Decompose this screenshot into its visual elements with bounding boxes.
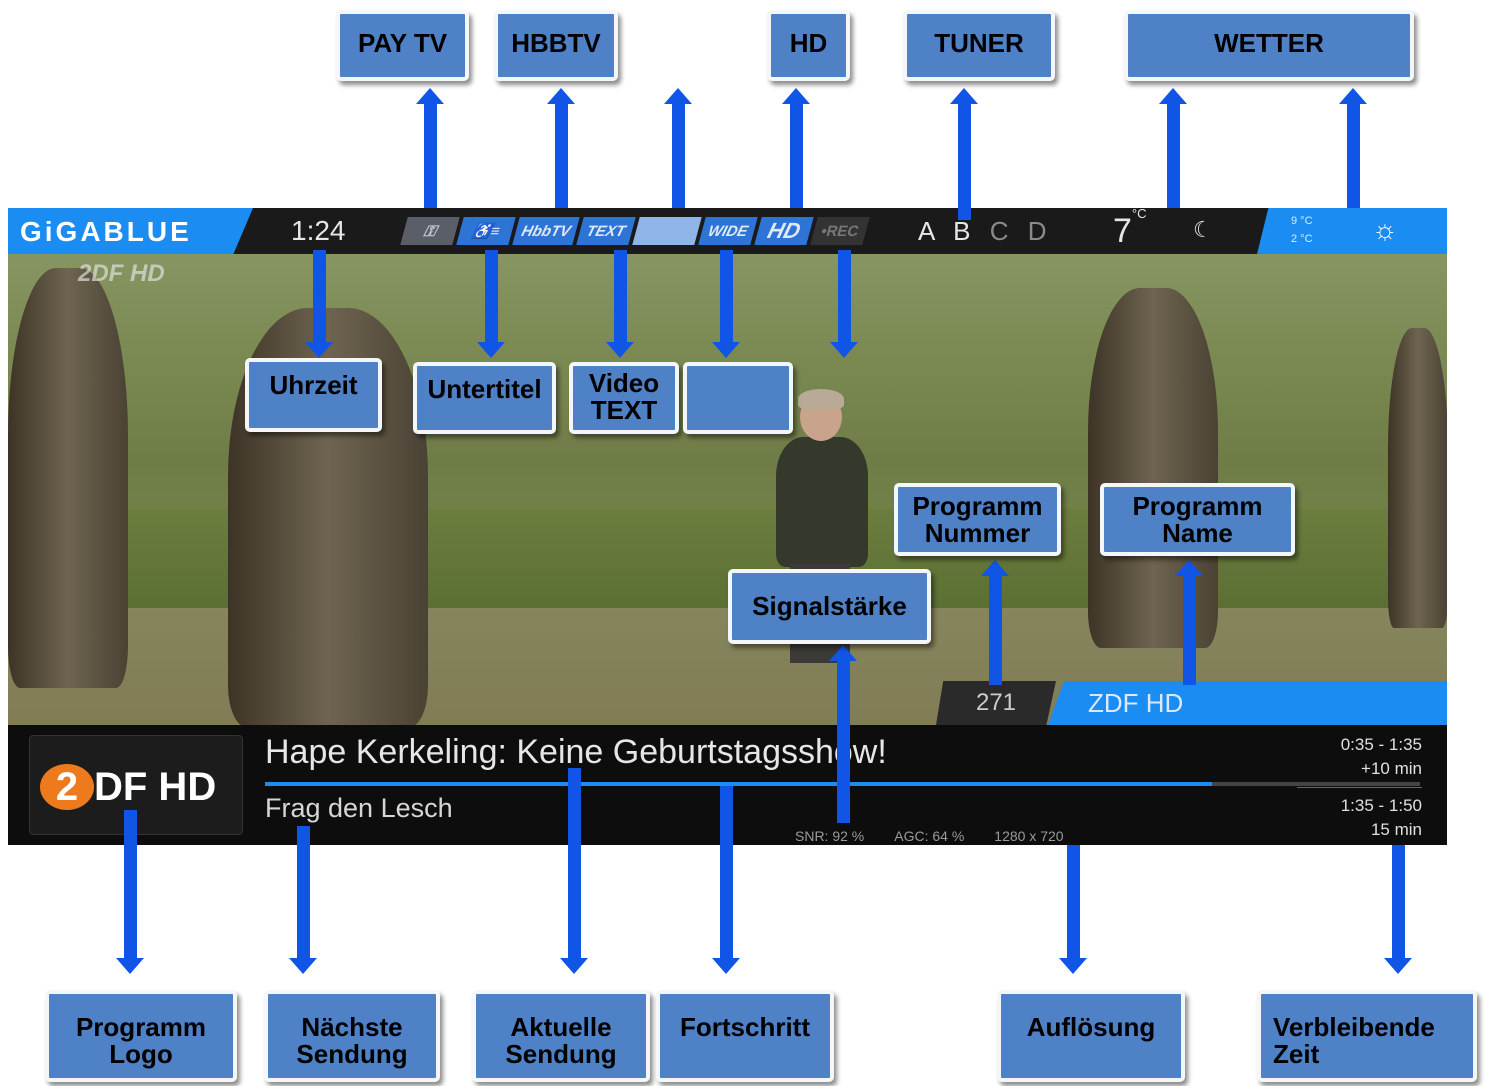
- signal-info: SNR: 92 % AGC: 64 % 1280 x 720: [795, 828, 1094, 844]
- status-icon-strip: ⚿ ♿≡ HbbTV TEXT WIDE HD •REC: [400, 217, 871, 245]
- arrow-to-aufloesung: [1059, 845, 1087, 974]
- arrow-to-verbleibende-zeit: [1384, 845, 1412, 974]
- hd-icon: HD: [754, 217, 815, 245]
- callout-aufloesung: Auflösung: [997, 990, 1185, 1082]
- arrow-to-tuner: [950, 88, 978, 220]
- current-remaining: +10 min: [1361, 759, 1422, 778]
- callout-hbbtv: HBBTV: [494, 10, 618, 81]
- weather-area: [1257, 208, 1447, 254]
- brand-logo: GiGABLUE: [20, 216, 192, 247]
- channel-bar: 271 ZDF HD: [936, 681, 1447, 725]
- channel-watermark: 2DF HD: [78, 260, 165, 287]
- brand-area: [8, 208, 253, 254]
- record-icon: •REC: [810, 217, 871, 245]
- tuner-indicator: A B C D: [918, 216, 1053, 247]
- arrow-to-hbbtv: [547, 88, 575, 208]
- sun-icon: ☼: [1372, 214, 1398, 245]
- arrow-to-naechste-sendung: [289, 826, 317, 974]
- blank-status-icon: [632, 217, 703, 245]
- callout-tuner: TUNER: [903, 10, 1055, 81]
- clock: 1:24: [291, 215, 346, 246]
- arrow-to-pay-tv: [416, 88, 444, 208]
- snr-value: SNR: 92 %: [795, 828, 865, 844]
- arrow-to-aktuelle-sendung: [560, 768, 588, 974]
- arrow-to-signalstaerke: [829, 645, 857, 823]
- callout-uhrzeit: Uhrzeit: [245, 358, 382, 432]
- progress-bar-remaining: [1212, 782, 1420, 786]
- agc-value: AGC: 64 %: [894, 828, 965, 844]
- hbbtv-icon: HbbTV: [512, 217, 581, 245]
- program-times: 0:35 - 1:35 +10 min 1:35 - 1:50 15 min: [1297, 733, 1422, 842]
- arrow-to-uhrzeit: [305, 250, 333, 358]
- next-time-range: 1:35 - 1:50: [1340, 796, 1422, 815]
- arrow-to-programm-name: [1175, 560, 1203, 685]
- moon-icon: ☾: [1193, 217, 1213, 242]
- widescreen-icon: WIDE: [698, 217, 759, 245]
- callout-signalstaerke: Signalstärke: [728, 569, 931, 644]
- tuner-active: A B: [918, 216, 977, 246]
- arrow-to-wetter-2: [1339, 88, 1367, 208]
- channel-number: 271: [936, 681, 1056, 725]
- tree-trunk: [1088, 288, 1218, 648]
- arrow-to-blank-callout: [712, 250, 740, 358]
- tuner-inactive: C D: [989, 216, 1053, 246]
- callout-blank: [683, 362, 793, 434]
- resolution-value: 1280 x 720: [994, 828, 1064, 844]
- subtitle-icon: ♿≡: [456, 217, 516, 245]
- arrow-to-programm-logo: [116, 810, 144, 974]
- callout-fortschritt: Fortschritt: [656, 990, 834, 1082]
- arrow-unlabeled-top: [664, 88, 692, 208]
- callout-untertitel: Untertitel: [413, 362, 556, 434]
- next-program-title: Frag den Lesch: [265, 793, 453, 823]
- current-temperature: 7°C: [1113, 208, 1147, 250]
- arrow-to-hd: [782, 88, 810, 208]
- arrow-to-rec: [830, 250, 858, 358]
- osd-top-bar: GiGABLUE 1:24 ⚿ ♿≡ HbbTV TEXT WIDE HD •R…: [8, 208, 1447, 254]
- arrow-to-fortschritt: [712, 786, 740, 974]
- key-icon: ⚿: [400, 217, 460, 245]
- callout-pay-tv: PAY TV: [336, 10, 469, 81]
- channel-name: ZDF HD: [1048, 681, 1447, 725]
- tree-trunk: [8, 268, 128, 688]
- current-time-range: 0:35 - 1:35: [1340, 735, 1422, 754]
- teletext-icon: TEXT: [576, 217, 637, 245]
- arrow-to-programm-nummer: [981, 560, 1009, 685]
- callout-hd: HD: [767, 10, 850, 81]
- arrow-to-video-text: [606, 250, 634, 358]
- arrow-to-wetter: [1159, 88, 1187, 208]
- arrow-to-untertitel: [477, 250, 505, 358]
- current-program-title: Hape Kerkeling: Keine Geburtstagsshow!: [265, 733, 887, 771]
- tree-trunk: [1388, 328, 1447, 628]
- next-duration: 15 min: [1370, 820, 1422, 839]
- progress-bar: [265, 782, 1212, 786]
- callout-wetter: WETTER: [1124, 10, 1414, 81]
